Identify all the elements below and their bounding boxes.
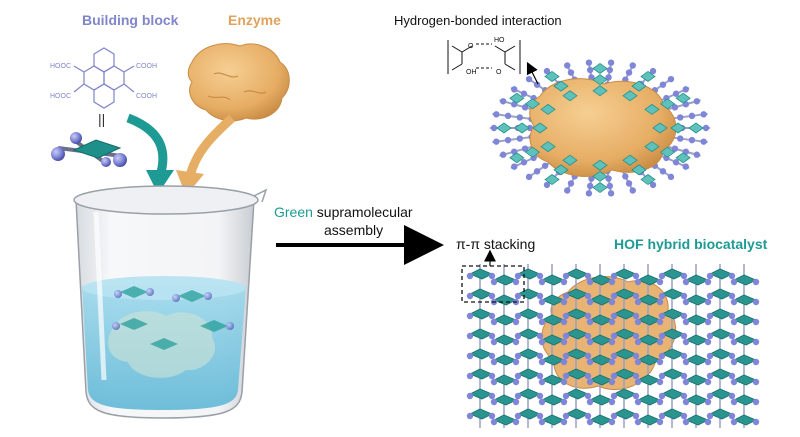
pi-stacking-box [461,265,525,303]
green-supramolecular-label: Green supramolecular [274,204,413,220]
enzyme-label: Enzyme [228,12,281,28]
hbond-pointer-arrow [526,61,539,85]
enzyme-arrowhead [176,170,204,196]
hof-star-enzyme [529,78,677,177]
hbond-atom-oh: OH [466,69,477,76]
building-block-label: Building block [82,12,179,28]
supramolecular-word: supramolecular [312,204,413,220]
pi-stacking-label: π-π stacking [456,236,536,252]
hbond-atom-o-bottom: O [496,69,502,76]
enzyme-texture [207,72,267,101]
hof-lattice [466,264,760,428]
cooh-label-br: COOH [136,93,157,100]
green-word: Green [274,204,313,220]
enzyme-blob [187,43,290,122]
building-block-arrow [126,113,168,178]
enzyme-arrow [185,114,236,178]
building-block-model [51,132,127,167]
beaker [73,185,268,419]
biocatalyst-word: biocatalyst [694,236,768,252]
cooh-label-tl: HOOC [50,63,71,70]
hydrogen-bond-sketch [447,40,521,74]
building-block-arrowhead [146,170,174,194]
hof-lattice-enzyme [541,276,677,390]
hof-hybrid-word: HOF hybrid [614,236,691,252]
hydrogen-bonded-label: Hydrogen-bonded interaction [394,13,562,28]
star-plates-front [496,62,704,194]
equivalence-sign: || [98,111,105,127]
hbond-atom-o-top: O [468,43,474,50]
cooh-label-bl: HOOC [50,93,71,100]
pyrene-structure [73,47,135,109]
assembly-label: assembly [324,222,384,238]
cooh-label-tr: COOH [136,63,157,70]
hof-biocatalyst-label: HOF hybrid biocatalyst [614,236,767,252]
hbond-atom-ho: HO [494,37,505,44]
